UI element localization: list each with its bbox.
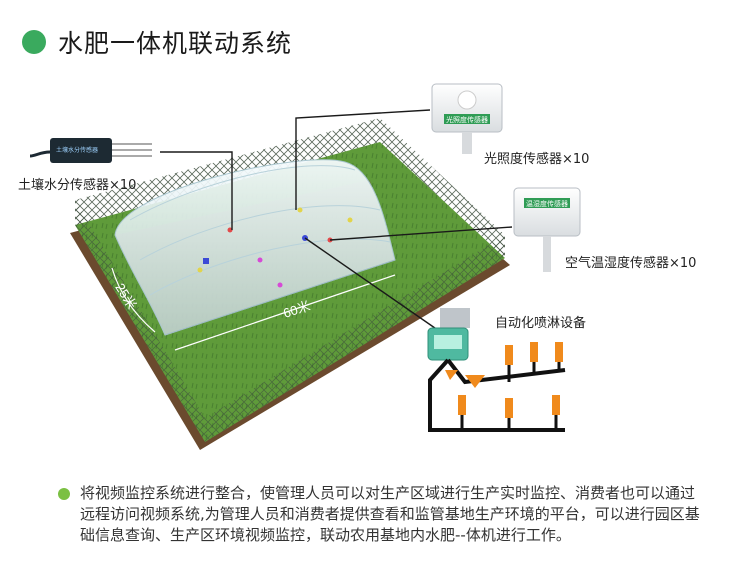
air-sensor-icon: 温湿度传感器 <box>513 187 581 272</box>
light-sensor-label: 光照度传感器×10 <box>484 152 590 167</box>
soil-moisture-sensor-icon: 土壤水分传感器 <box>29 138 152 163</box>
light-sensor-connector <box>295 109 431 210</box>
soil-sensor-connector <box>160 151 233 230</box>
irrigation-connector <box>304 237 446 336</box>
greenhouse-diagram: 25米 60米 土壤水分传感器 光照度传感器 <box>0 70 750 470</box>
title-bullet-icon <box>22 30 46 54</box>
description-text: 将视频监控系统进行整合，使管理人员可以对生产区域进行生产实时监控、消费者也可以通… <box>80 484 700 544</box>
auto-irrigation-label: 自动化喷淋设备 <box>495 316 587 331</box>
light-sensor-icon: 光照度传感器 <box>431 83 503 154</box>
greenhouse <box>114 159 396 336</box>
soil-sensor-plate: 土壤水分传感器 <box>56 146 98 154</box>
title-row: 水肥一体机联动系统 <box>22 24 292 60</box>
soil-sensor-label: 土壤水分传感器×10 <box>18 178 137 193</box>
light-sensor-plate: 光照度传感器 <box>446 115 488 124</box>
page-title: 水肥一体机联动系统 <box>58 29 293 58</box>
irrigation-equipment-icon <box>427 308 566 432</box>
air-sensor-connector <box>329 226 513 241</box>
air-sensor-label: 空气温湿度传感器×10 <box>565 256 697 271</box>
air-sensor-plate: 温湿度传感器 <box>526 199 568 208</box>
description-block: 将视频监控系统进行整合，使管理人员可以对生产区域进行生产实时监控、消费者也可以通… <box>58 483 708 546</box>
description-bullet-icon <box>58 488 70 500</box>
